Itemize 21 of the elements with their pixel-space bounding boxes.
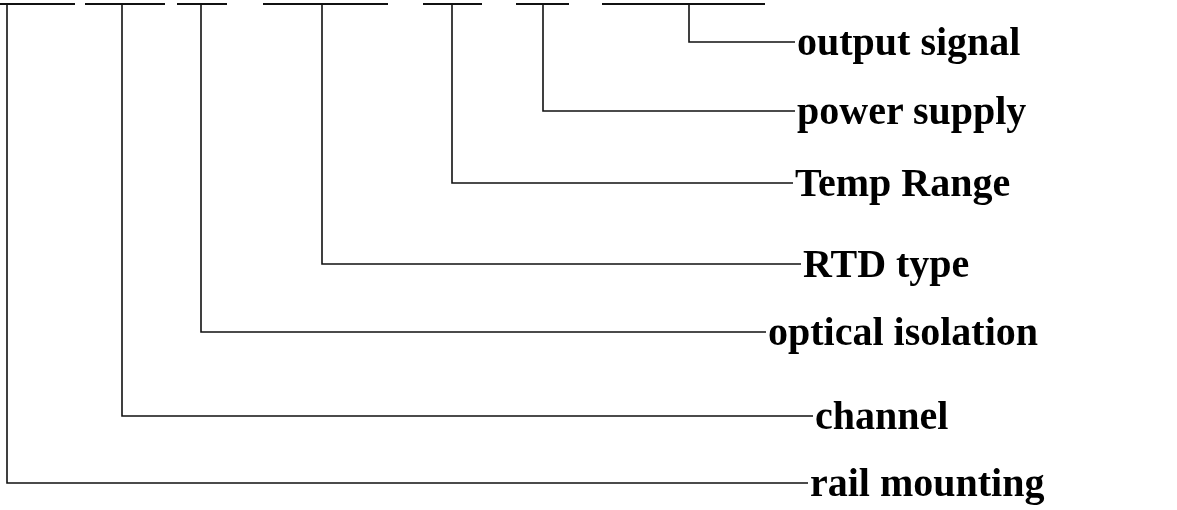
leader-line <box>121 4 814 417</box>
part-label: output signal <box>795 21 1023 63</box>
underline-bar <box>602 3 765 5</box>
leader-line <box>200 4 767 333</box>
part-label: rail mounting <box>808 462 1047 504</box>
underline-bar <box>85 3 165 5</box>
underline-bar <box>0 3 75 5</box>
leader-line <box>6 4 809 484</box>
underline-bar <box>177 3 227 5</box>
underline-bar <box>263 3 388 5</box>
leader-line <box>451 4 794 184</box>
part-label: channel <box>813 395 951 437</box>
part-label: RTD type <box>801 243 972 285</box>
part-label: Temp Range <box>793 162 1013 204</box>
underline-bar <box>423 3 482 5</box>
part-label: optical isolation <box>766 311 1041 353</box>
part-label: power supply <box>795 90 1029 132</box>
underline-bar <box>516 3 569 5</box>
leader-line <box>321 4 802 265</box>
leader-line <box>542 4 796 112</box>
leader-line <box>688 4 796 43</box>
